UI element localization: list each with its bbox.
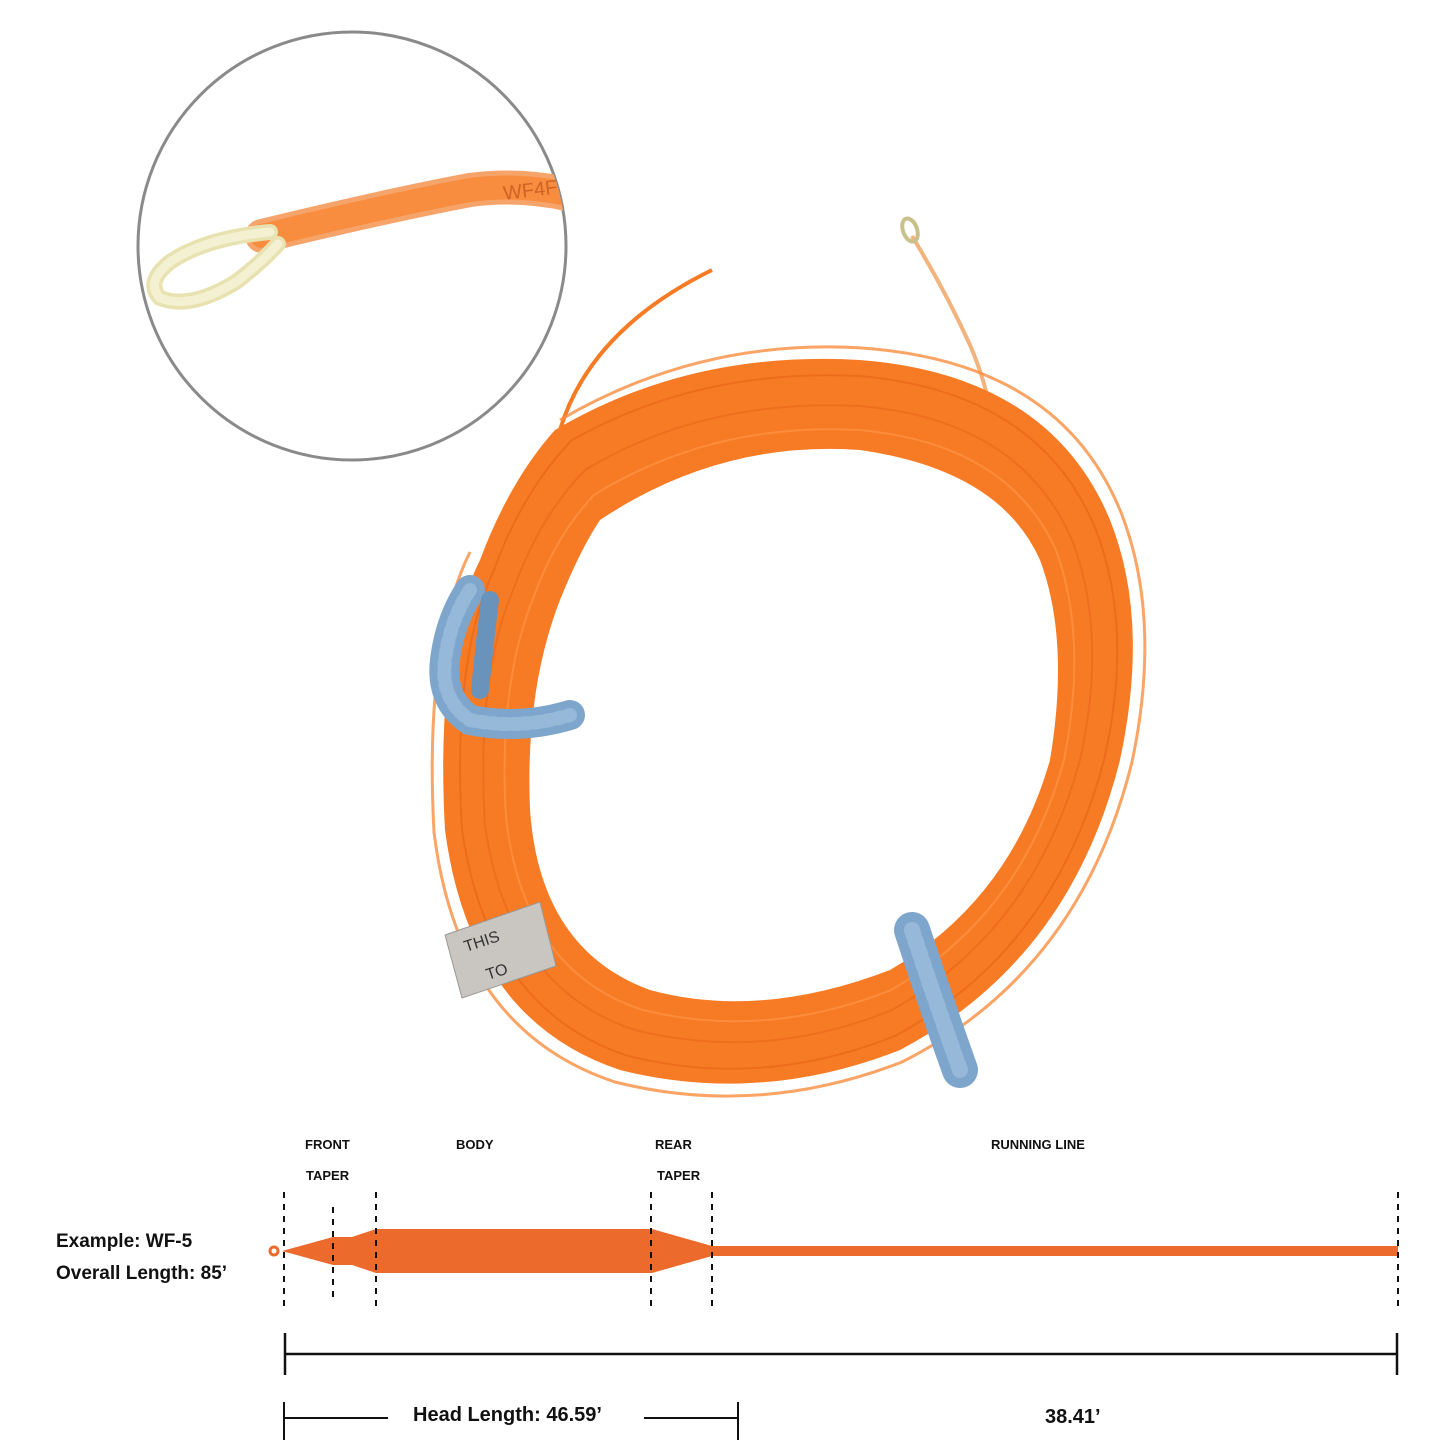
coil-keeper-left bbox=[429, 575, 585, 739]
coil-tag: THIS TO bbox=[444, 901, 557, 999]
head-length-label: Head Length: 46.59’ bbox=[413, 1404, 602, 1426]
example-label: Example: WF-5 bbox=[56, 1231, 193, 1252]
coil-tag-line2: TO bbox=[484, 961, 510, 984]
label-front-taper-line2: TAPER bbox=[306, 1168, 350, 1183]
coil-keeper-right bbox=[894, 912, 978, 1088]
overall-length-dimension bbox=[283, 1333, 1399, 1375]
zoom-detail-circle: WF4F bbox=[136, 30, 568, 462]
head-length-dimension bbox=[283, 1402, 739, 1440]
label-running-line: RUNNING LINE bbox=[991, 1137, 1085, 1152]
overall-length-label: Overall Length: 85’ bbox=[56, 1263, 228, 1284]
label-rear-taper-line2: TAPER bbox=[657, 1168, 701, 1183]
fly-line-coil: THIS TO bbox=[429, 216, 1147, 1098]
taper-profile-shape bbox=[282, 1229, 1398, 1273]
label-body: BODY bbox=[456, 1137, 494, 1152]
label-front-taper-line1: FRONT bbox=[305, 1137, 350, 1152]
coil-loop-eye bbox=[900, 216, 920, 244]
coil-loop-end bbox=[910, 234, 992, 411]
running-length-label: 38.41’ bbox=[1045, 1406, 1101, 1428]
section-markers bbox=[283, 1192, 1399, 1312]
line-loop-end-icon bbox=[268, 1245, 280, 1257]
taper-profile bbox=[268, 1192, 1399, 1440]
label-rear-taper-line1: REAR bbox=[655, 1137, 692, 1152]
